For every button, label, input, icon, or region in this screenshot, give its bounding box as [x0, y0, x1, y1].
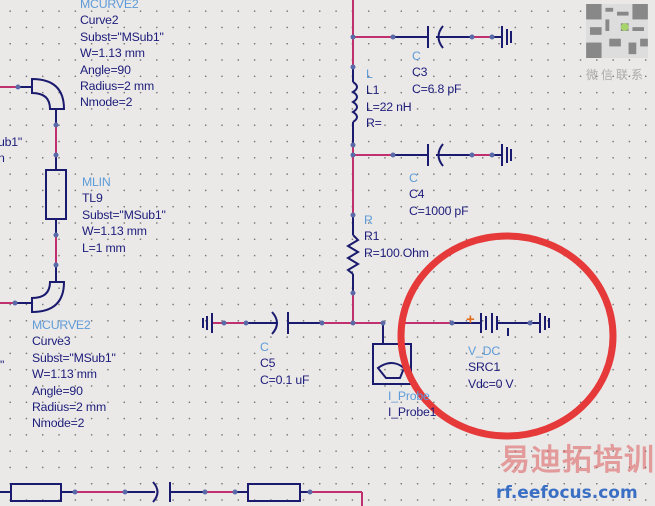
param: Nmode=2: [32, 416, 85, 431]
component-name: C5: [260, 356, 276, 371]
component-name: C4: [409, 187, 425, 202]
param: Angle=90: [80, 62, 131, 77]
plus-terminal-marker: +: [466, 311, 475, 328]
component-type: I_Probe: [388, 389, 430, 403]
partial-label: ": [0, 358, 5, 372]
component-type: MLIN: [82, 175, 111, 189]
param: Nmode=2: [80, 95, 133, 110]
partial-label: n: [0, 151, 5, 165]
component-type: MCURVE2: [80, 0, 139, 11]
param: Radius=2 mm: [80, 79, 155, 94]
watermark-url: rf.eefocus.com: [496, 483, 638, 503]
highlight-circle: [397, 232, 617, 440]
param: Vdc=0 V: [468, 376, 514, 391]
watermark-logo-text: 易迪拓培训: [500, 443, 655, 478]
component-type: C: [260, 340, 269, 354]
component-type: L: [366, 67, 373, 81]
component-type: V_DC: [468, 344, 501, 358]
r1-label: R R1 R=100 Ohm: [364, 212, 429, 261]
param: W=1.13 mm: [82, 224, 147, 239]
c4-label: C C4 C=1000 pF: [409, 170, 469, 219]
param: Angle=90: [32, 383, 83, 398]
component-name: Curve2: [80, 13, 119, 28]
param: W=1.13 mm: [32, 367, 97, 382]
param: C=0.1 uF: [260, 372, 310, 387]
component-name: C3: [412, 65, 428, 80]
param: Subst="MSub1": [80, 29, 164, 44]
iprobe-label: I_Probe I_Probe1: [388, 388, 437, 421]
component-name: SRC1: [468, 360, 501, 375]
l1-label: L L1 L=22 nH R=: [366, 66, 412, 132]
param: R=100 Ohm: [364, 245, 429, 260]
component-type: C: [409, 171, 418, 185]
param: C=6.8 pF: [412, 81, 462, 96]
component-name: TL9: [82, 191, 103, 206]
components[interactable]: [0, 25, 550, 503]
c3-label: C C3 C=6.8 pF: [412, 48, 462, 97]
param: Subst="MSub1": [82, 207, 166, 222]
qr-code-icon: [586, 4, 648, 58]
component-name: L1: [366, 83, 380, 98]
param: Radius=2 mm: [32, 400, 107, 415]
param: W=1.13 mm: [80, 46, 145, 61]
component-name: R1: [364, 229, 380, 244]
curve2-label: MCURVE2 Curve2 Subst="MSub1" W=1.13 mm A…: [80, 0, 164, 111]
curve3-label: MCURVE2 Curve3 Subst="MSub1" W=1.13 mm A…: [32, 317, 116, 432]
partial-label: ub1": [0, 135, 23, 149]
src1-label: V_DC SRC1 Vdc=0 V: [468, 343, 514, 392]
component-type: C: [412, 49, 421, 63]
component-name: Curve3: [32, 334, 71, 349]
param: R=: [366, 116, 382, 131]
qr-caption: 微信联系: [586, 68, 647, 82]
component-name: I_Probe1: [388, 405, 437, 420]
pin-nodes: [12, 34, 533, 495]
param: Subst="MSub1": [32, 350, 116, 365]
tl9-label: MLIN TL9 Subst="MSub1" W=1.13 mm L=1 mm: [82, 174, 166, 256]
component-type: R: [364, 213, 373, 227]
c5-label: C C5 C=0.1 uF: [260, 339, 310, 388]
param: C=1000 pF: [409, 203, 469, 218]
param: L=1 mm: [82, 240, 126, 255]
component-type: MCURVE2: [32, 318, 91, 332]
param: L=22 nH: [366, 99, 412, 114]
